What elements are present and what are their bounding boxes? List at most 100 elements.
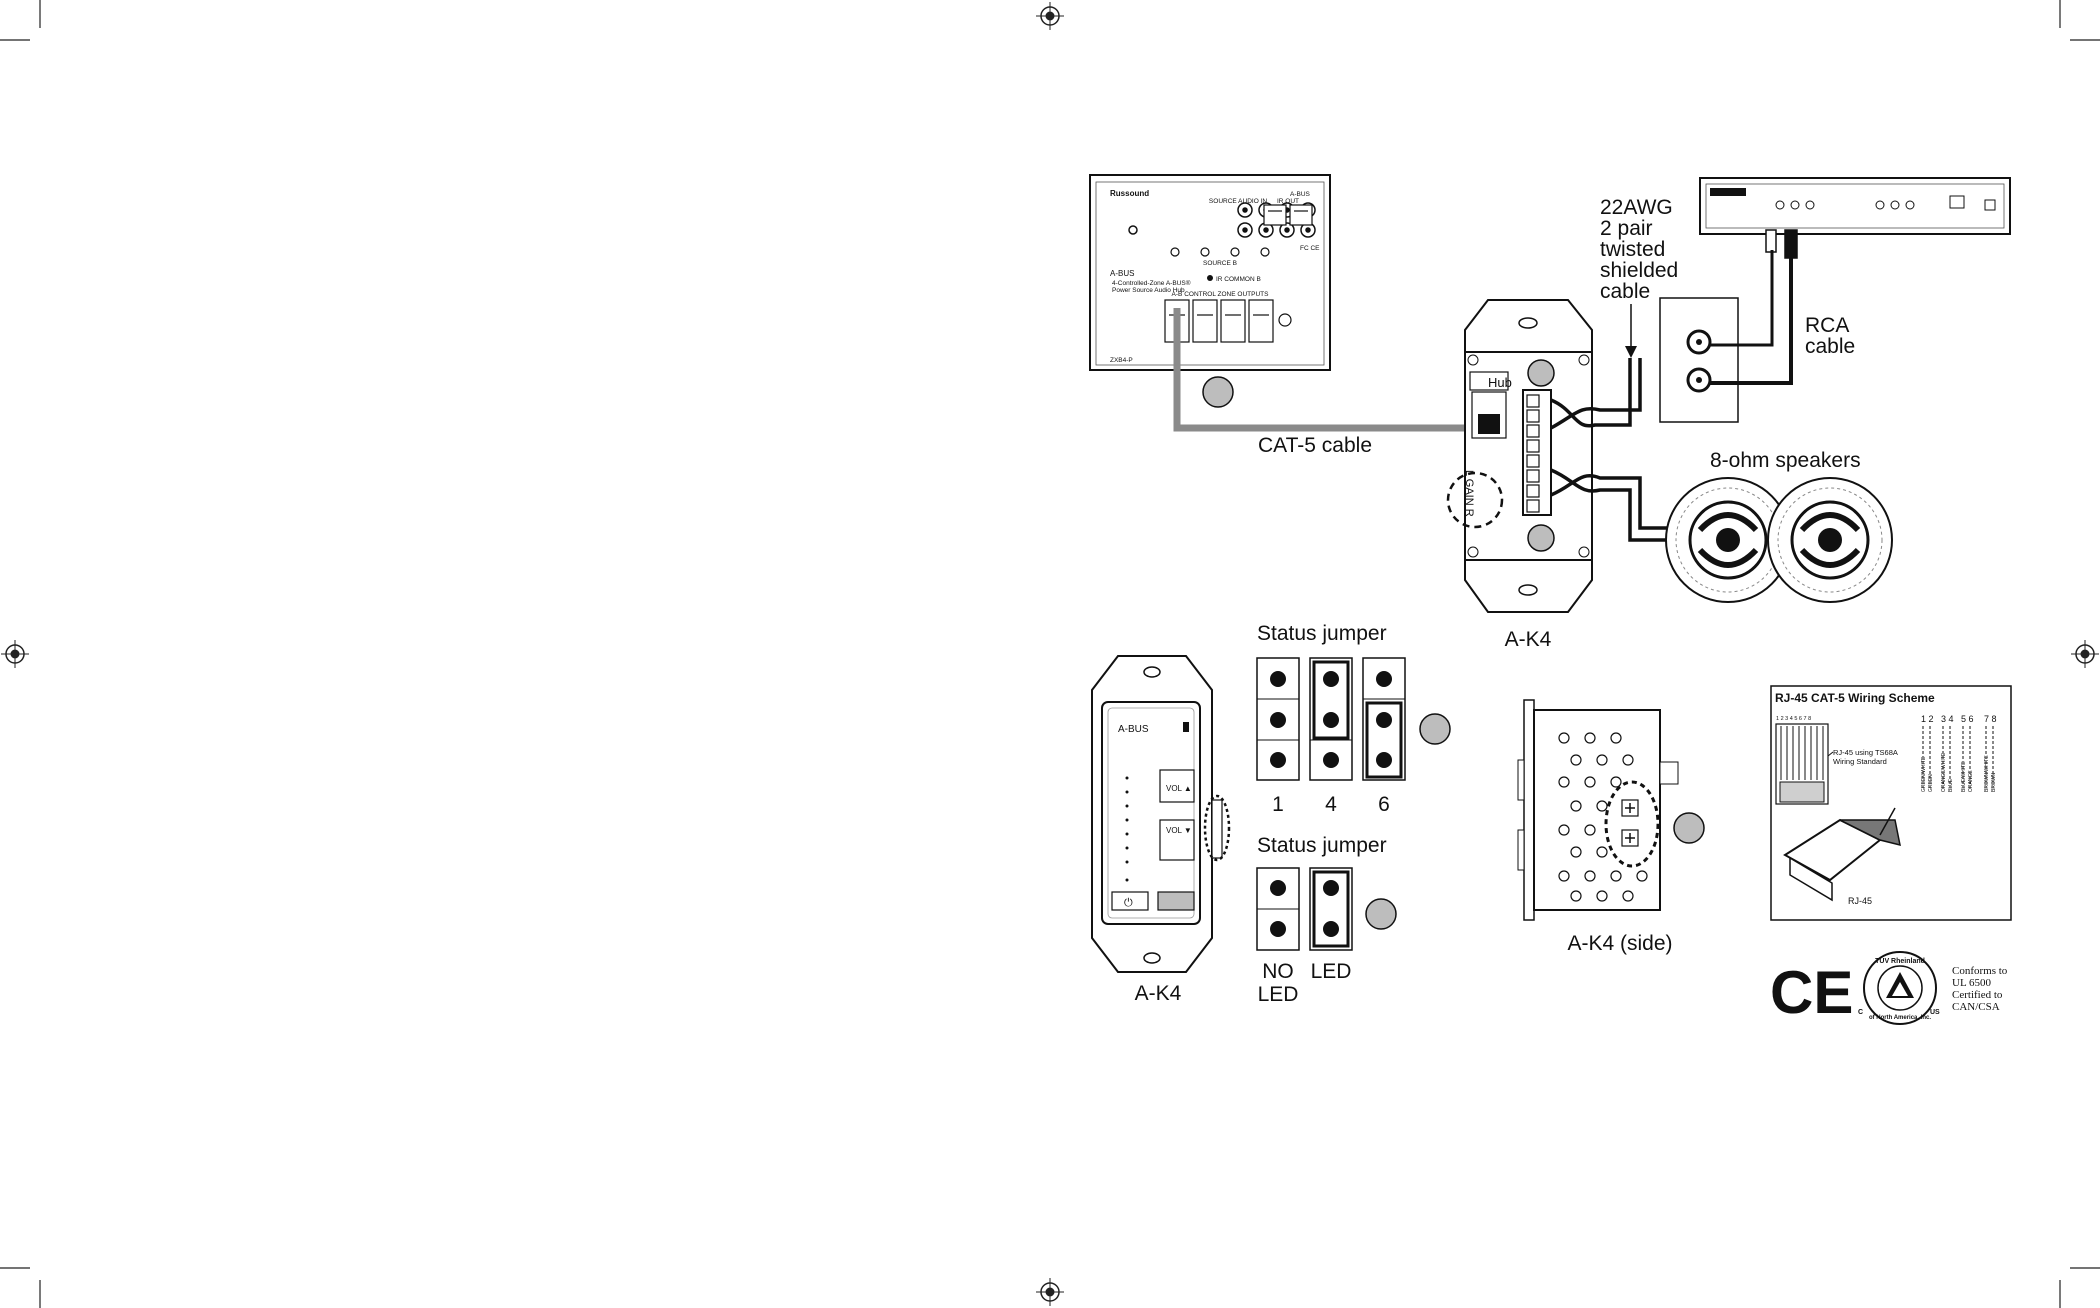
wire-color-4: BLUE xyxy=(1948,778,1954,792)
twisted-pair-upper-2 xyxy=(1550,358,1642,430)
hub-part-no: ZXB4-P xyxy=(1110,357,1133,364)
twisted-pair-upper xyxy=(1550,358,1632,428)
hub-device: Russound A-BUS SOURCE AUDIO IN IR OUT SO… xyxy=(1089,174,1331,371)
no-led-label-2: LED xyxy=(1258,983,1299,1006)
tuv-top-text: TÜV Rheinland xyxy=(1875,956,1925,965)
tuv-c-text: C xyxy=(1858,1009,1863,1016)
speaker-left xyxy=(1665,477,1791,603)
ak4-keypad: A-BUS VOL ▲ VOL ▼ ⏻ xyxy=(1091,655,1231,973)
wire-color-2: GREEN xyxy=(1928,774,1934,792)
registration-mark-left xyxy=(1,640,29,668)
cable-22awg-line-1: 22AWG xyxy=(1600,196,1673,219)
rj45-standard-1: RJ-45 using TS68A xyxy=(1833,748,1898,757)
cable-22awg-arrowhead xyxy=(1625,346,1637,358)
rj45-pair-56: 5 6 xyxy=(1961,714,1974,724)
wire-color-5: BLUE/WHITE xyxy=(1961,761,1967,792)
registration-mark-right xyxy=(2071,640,2099,668)
step-circle-jumper-1 xyxy=(1419,713,1451,745)
ak4-side-label: A-K4 (side) xyxy=(1567,932,1672,955)
cable-22awg-line-3: twisted xyxy=(1600,238,1665,261)
conforms-line-4: CAN/CSA xyxy=(1952,1001,2000,1013)
speaker-right xyxy=(1767,477,1893,603)
step-circle-side xyxy=(1673,812,1705,844)
keypad-logo: A-BUS xyxy=(1118,724,1149,735)
status-jumper-2-label: Status jumper xyxy=(1257,834,1387,857)
vol-up-button[interactable] xyxy=(1159,769,1195,803)
wire-color-6: ORANGE xyxy=(1968,770,1974,792)
ir-common-jack xyxy=(1207,275,1213,281)
jumper-1-label: 1 xyxy=(1272,793,1284,816)
step-circle-hub xyxy=(1202,376,1234,408)
rj45-wiring-scheme: RJ-45 CAT-5 Wiring Scheme 1 2 3 4 5 6 7 … xyxy=(1770,685,2012,921)
status-jumper-2 xyxy=(1256,867,1353,951)
hub-fcc: FC CE xyxy=(1300,245,1320,252)
hub-brand: Russound xyxy=(1110,189,1149,198)
hub-abus-logo: A-BUS xyxy=(1110,269,1134,278)
cable-22awg-line-4: shielded xyxy=(1600,259,1678,282)
rj45-standard-2: Wiring Standard xyxy=(1833,757,1887,766)
vol-down-button[interactable] xyxy=(1159,819,1195,861)
vol-up-label: VOL ▲ xyxy=(1166,784,1192,793)
ak4-top-label: A-K4 xyxy=(1505,628,1552,651)
rca-wall-plate xyxy=(1659,297,1739,423)
ce-mark-text: CE xyxy=(1770,959,1853,1026)
step-circle-ak4-bottom xyxy=(1527,524,1555,552)
rca-cable-line-2 xyxy=(1710,258,1793,385)
tuv-bottom-text: of North America, Inc. xyxy=(1869,1015,1931,1021)
rj45-pin-numbers: 1 2 3 4 5 6 7 8 xyxy=(1776,716,1811,722)
gain-dashed-circle xyxy=(1446,471,1504,529)
source-device xyxy=(1699,177,2011,235)
power-button[interactable] xyxy=(1111,891,1149,911)
wire-color-8: BROWN xyxy=(1991,772,1997,792)
cable-22awg-label: 22AWG 2 pair twisted shielded cable xyxy=(1600,196,1678,303)
rj45-pair-34: 3 4 xyxy=(1941,714,1954,724)
rj45-title: RJ-45 CAT-5 Wiring Scheme xyxy=(1775,691,1935,705)
hub-zone-outputs: A-B CONTROL ZONE OUTPUTS xyxy=(1172,291,1270,298)
keypad-led-dots xyxy=(1125,776,1129,882)
tuv-mark-icon: TÜV Rheinland of North America, Inc. C U… xyxy=(1858,951,1940,1025)
step-circle-ak4-top xyxy=(1527,359,1555,387)
rj45-connector-label: RJ-45 xyxy=(1848,896,1872,906)
hub-desc-1: 4-Controlled-Zone A-BUS® xyxy=(1112,279,1191,287)
twisted-pair-lower-2 xyxy=(1550,474,1680,530)
conforms-line-3: Certified to xyxy=(1952,989,2003,1001)
ak4-front-label: A-K4 xyxy=(1135,982,1182,1005)
wire-color-7: BROWN/WHITE xyxy=(1984,755,1990,792)
twisted-pair-lower xyxy=(1550,468,1680,542)
ak4-module xyxy=(1464,299,1593,613)
rca-cable-line xyxy=(1710,250,1774,347)
led-label: LED xyxy=(1311,960,1352,983)
jumper-4-label: 4 xyxy=(1325,793,1337,816)
registration-mark-bottom xyxy=(1036,1278,1064,1306)
hub-label: Hub xyxy=(1488,375,1512,390)
hub-model: A-BUS xyxy=(1290,191,1311,198)
source-button[interactable] xyxy=(1157,891,1195,911)
hub-source-b: SOURCE B xyxy=(1203,260,1237,267)
step-circle-jumper-2 xyxy=(1365,898,1397,930)
rca-cable-label-2: cable xyxy=(1805,335,1855,358)
wire-color-1: GREEN/WHITE xyxy=(1921,756,1927,792)
wire-color-3: ORANGE/WHITE xyxy=(1941,752,1947,792)
hub-ir-common-b: IR COMMON B xyxy=(1216,276,1261,283)
status-jumper-1 xyxy=(1256,657,1406,781)
hub-ethernet-ports xyxy=(1263,204,1313,226)
gain-label: L GAIN R xyxy=(1463,470,1475,517)
rj45-pair-12: 1 2 xyxy=(1921,714,1934,724)
keypad-brand-mark xyxy=(1183,722,1189,732)
conforms-line-2: UL 6500 xyxy=(1952,977,1992,989)
cable-22awg-line-2: 2 pair xyxy=(1600,217,1653,240)
rca-cable-label-1: RCA xyxy=(1805,314,1849,337)
rj45-pair-78: 7 8 xyxy=(1984,714,1997,724)
rj45-wire-colors: GREEN/WHITE GREEN ORANGE/WHITE BLUE BLUE… xyxy=(1921,752,1997,792)
vol-down-label: VOL ▼ xyxy=(1166,826,1192,835)
hub-ir-out: IR OUT xyxy=(1277,198,1299,205)
conformity-text: Conforms to UL 6500 Certified to CAN/CSA xyxy=(1952,965,2008,1013)
cable-22awg-line-5: cable xyxy=(1600,280,1650,303)
ak4-side-view xyxy=(1517,699,1679,921)
status-jumper-1-label: Status jumper xyxy=(1257,622,1387,645)
no-led-label-1: NO xyxy=(1262,960,1294,983)
power-icon: ⏻ xyxy=(1124,897,1133,909)
source-b-jacks xyxy=(1170,247,1270,257)
